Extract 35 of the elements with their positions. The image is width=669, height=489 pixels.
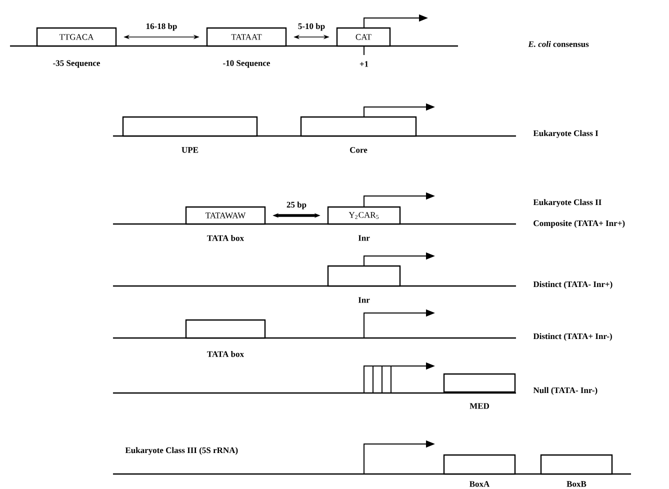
edge-label: 5-10 bp: [298, 23, 325, 31]
sequence-box: TATAAT: [206, 27, 287, 47]
row-label: Distinct (TATA+ Inr-): [533, 333, 612, 341]
element-label: Core: [350, 147, 368, 153]
element-box: [122, 116, 258, 137]
element-label: TATA box: [207, 235, 244, 241]
sequence-box: Y$_{2}$CAR$_{5}$: [327, 206, 401, 225]
element-label: UPE: [182, 147, 198, 153]
row-label: Composite (TATA+ Inr+): [534, 220, 625, 228]
sequence-box: TATAWAW: [185, 206, 266, 225]
edge-label: 25 bp: [286, 202, 306, 210]
element-label: BoxA: [470, 481, 490, 487]
row-label: E. coli consensus: [528, 41, 589, 47]
sequence-box: CAT: [336, 27, 391, 47]
row-label: Eukaryote Class II: [533, 199, 602, 207]
element-label: -10 Sequence: [223, 60, 270, 68]
element-box: [443, 454, 516, 475]
element-box: [185, 319, 266, 339]
edge-label: 16-18 bp: [146, 23, 177, 31]
element-label: TATA box: [207, 351, 244, 357]
element-label: MED: [470, 403, 489, 409]
element-box: [540, 454, 613, 475]
element-label: -35 Sequence: [53, 60, 100, 68]
element-label: Inr: [358, 297, 370, 303]
row-label: +1: [360, 61, 368, 67]
row-label: Distinct (TATA- Inr+): [533, 281, 612, 289]
row-label: Eukaryote Class I: [533, 130, 598, 138]
row-label: Null (TATA- Inr-): [533, 387, 598, 395]
element-box: [327, 265, 401, 287]
sequence-box: TTGACA: [36, 27, 117, 47]
element-box: [443, 373, 516, 393]
element-label: Inr: [358, 235, 370, 241]
row-label: Eukaryote Class III (5S rRNA): [125, 447, 238, 455]
element-box: [300, 116, 417, 137]
element-label: BoxB: [566, 481, 586, 487]
